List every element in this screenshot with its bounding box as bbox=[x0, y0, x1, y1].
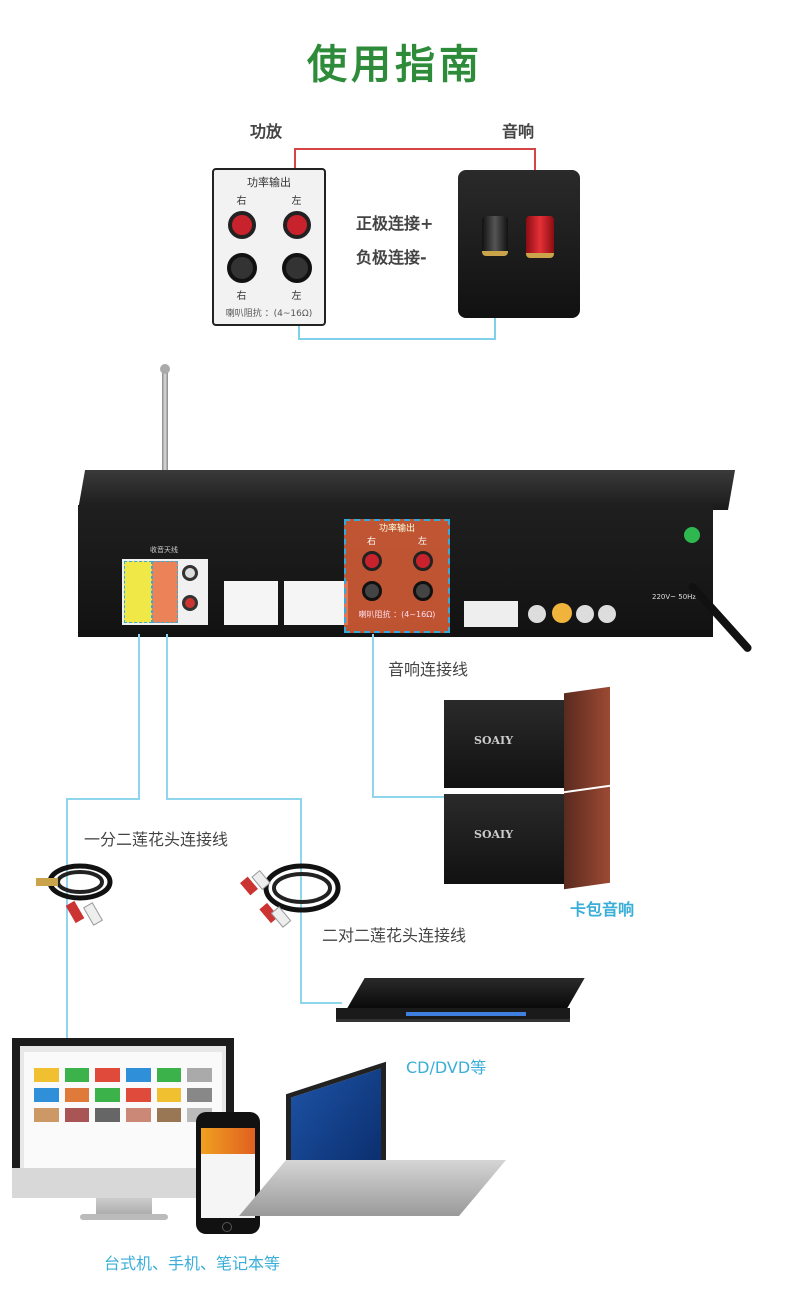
amp-output-header: 功率输出 bbox=[378, 524, 415, 534]
speaker-cable-label: 音响连接线 bbox=[388, 660, 469, 679]
speaker-label: 音响 bbox=[502, 122, 535, 141]
y-cable-image bbox=[36, 863, 113, 926]
black-terminal-left bbox=[281, 253, 312, 283]
dual-cable-label: 二对二莲花头连接线 bbox=[322, 926, 467, 945]
speaker-top: SOAIY bbox=[444, 686, 610, 792]
panel-impedance: 喇叭阻抗 ：(4~16Ω) bbox=[225, 309, 313, 319]
panel-left-top: 左 bbox=[291, 196, 302, 207]
antenna-label: 收音天线 bbox=[150, 546, 178, 554]
y-cable-label: 一分二莲花头连接线 bbox=[84, 830, 229, 849]
ground-icon bbox=[684, 527, 700, 543]
dual-cable-image bbox=[240, 863, 341, 928]
amp-output-impedance: 喇叭阻抗 ：(4~16Ω) bbox=[358, 610, 436, 619]
panel-right-bottom: 右 bbox=[236, 291, 247, 302]
speaker-name: 卡包音响 bbox=[570, 900, 635, 919]
speaker-brand-top: SOAIY bbox=[474, 734, 514, 747]
speaker-terminal-panel bbox=[458, 170, 580, 318]
amp-output-left: 左 bbox=[417, 537, 427, 547]
red-terminal-right bbox=[227, 211, 256, 239]
panel-right-top: 右 bbox=[236, 196, 247, 207]
amp-label: 功放 bbox=[250, 122, 283, 141]
black-speaker-terminal bbox=[482, 216, 508, 256]
rca-orange-highlight bbox=[152, 561, 178, 623]
amp-output-right: 右 bbox=[366, 537, 376, 547]
page-title: 使用指南 bbox=[307, 42, 483, 88]
positive-connection-label: 正极连接+ bbox=[356, 214, 434, 233]
laptop-base bbox=[239, 1160, 506, 1216]
amplifier-back-panel: 收音天线 功率输出 右 左 喇叭阻抗 ：(4~16Ω) 220V~ 50Hz bbox=[78, 505, 713, 637]
smartphone bbox=[196, 1112, 260, 1234]
speaker-brand-bottom: SOAIY bbox=[474, 828, 514, 841]
power-output-highlight: 功率输出 右 左 喇叭阻抗 ：(4~16Ω) bbox=[344, 519, 450, 633]
red-terminal-left bbox=[282, 211, 311, 239]
amp-output-panel: 功率输出 右 左 右 左 喇叭阻抗 ：(4~16Ω) bbox=[212, 168, 326, 326]
dvd-player bbox=[336, 978, 585, 1034]
black-terminal-right bbox=[226, 253, 257, 283]
power-label: 220V~ 50Hz bbox=[652, 593, 697, 601]
dvd-name: CD/DVD等 bbox=[406, 1058, 487, 1077]
negative-connection-label: 负极连接- bbox=[356, 248, 427, 267]
devices-name: 台式机、手机、笔记本等 bbox=[104, 1254, 281, 1273]
panel-header: 功率输出 bbox=[247, 176, 291, 189]
antenna bbox=[162, 370, 168, 530]
red-speaker-terminal bbox=[526, 216, 554, 258]
speaker-bottom: SOAIY bbox=[444, 786, 610, 890]
panel-left-bottom: 左 bbox=[291, 291, 302, 302]
rca-yellow-highlight bbox=[124, 561, 152, 623]
